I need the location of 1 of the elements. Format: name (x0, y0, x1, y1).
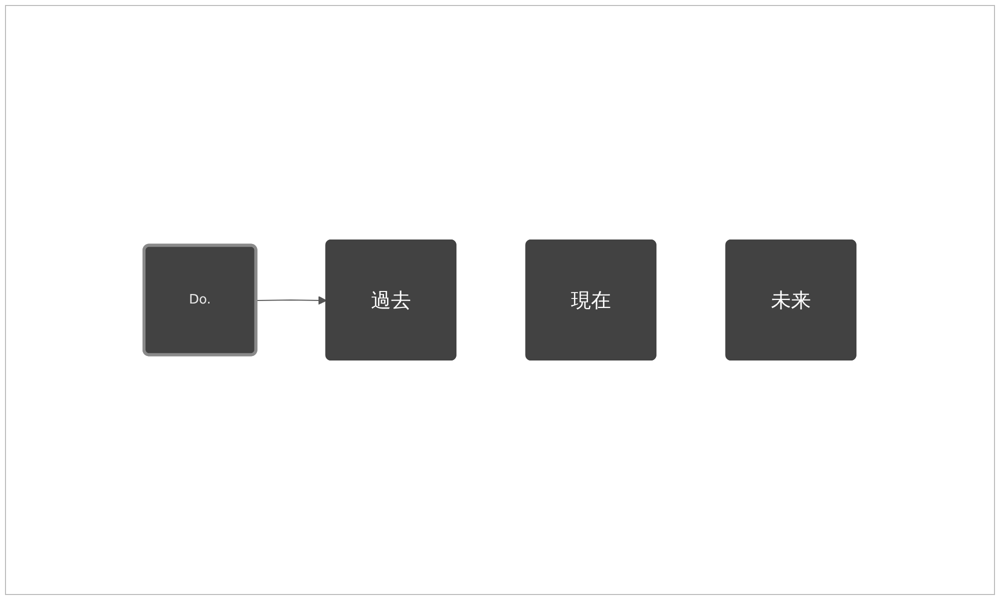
arrow (256, 296, 327, 305)
